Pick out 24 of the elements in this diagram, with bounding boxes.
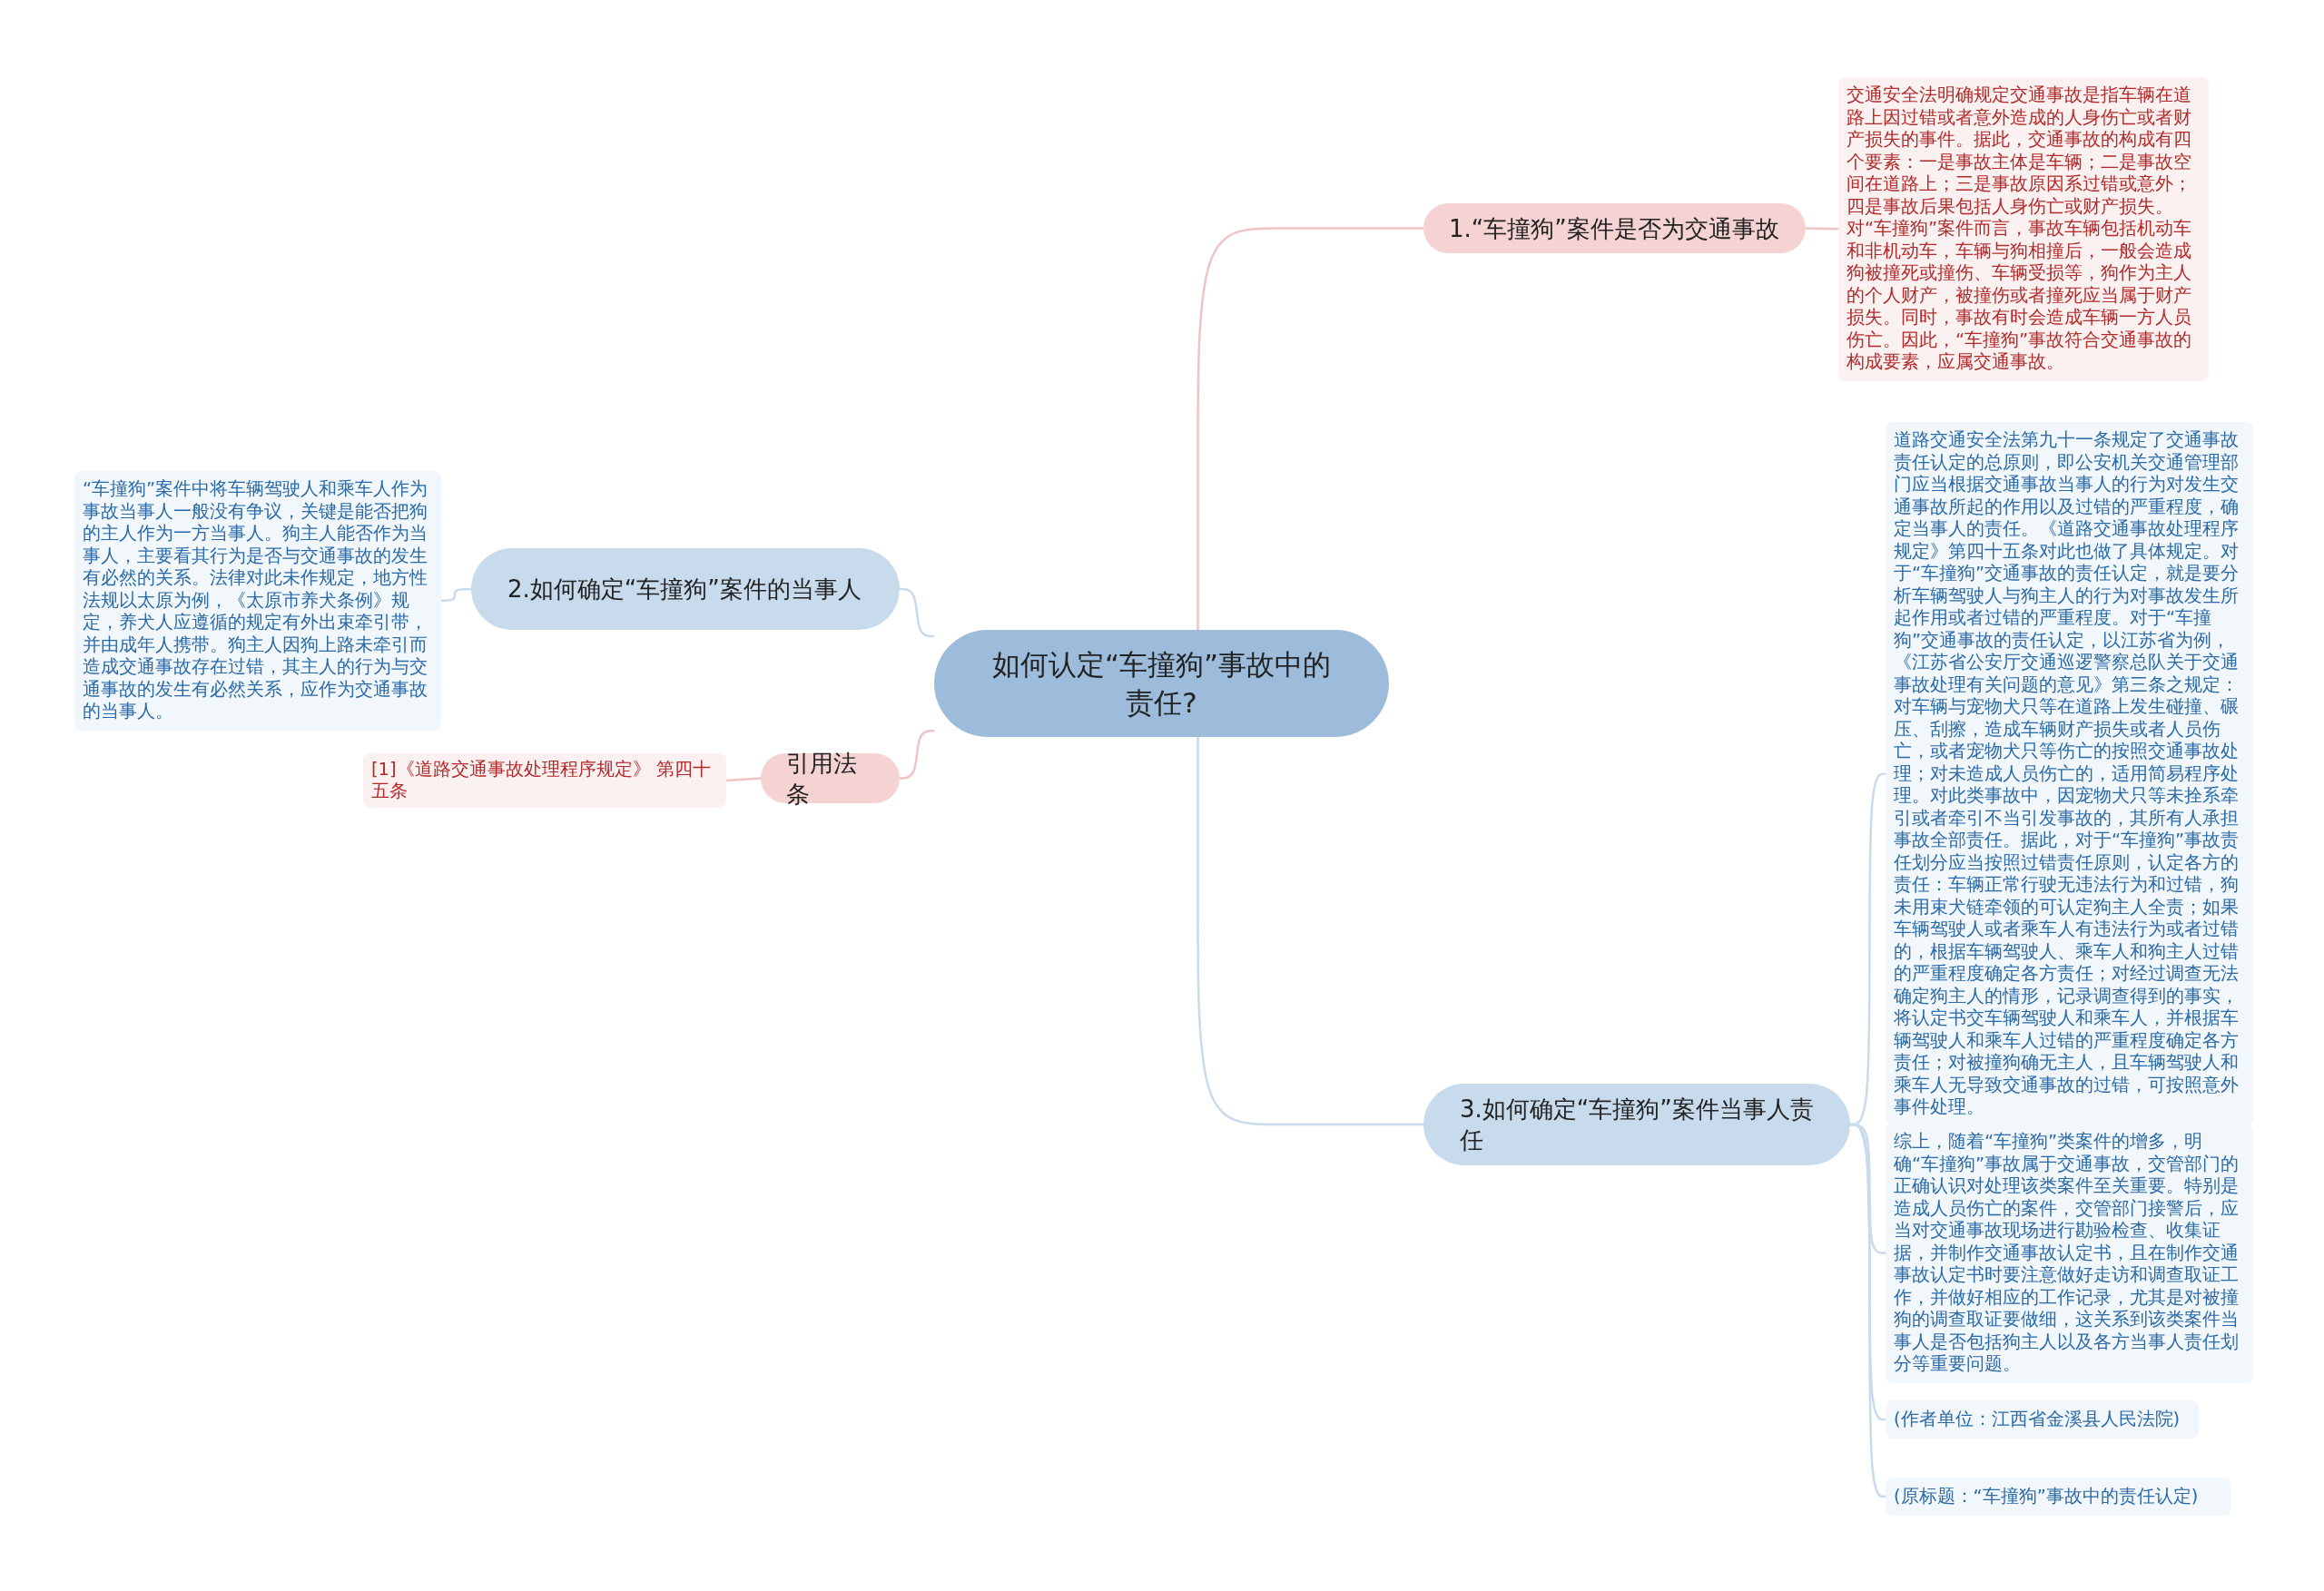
topic-text: 3.如何确定“车撞狗”案件当事人责任 (1460, 1095, 1814, 1155)
connector-line (441, 587, 471, 602)
connector-line (900, 587, 934, 638)
note-text: [1]《道路交通事故处理程序规定》 第四十五条 (371, 758, 712, 803)
topic-text: 引用法条 (786, 748, 858, 810)
connector-line (1850, 1123, 1886, 1498)
connector-line (1196, 736, 1423, 1126)
note-text: 交通安全法明确规定交通事故是指车辆在道路上因过错或者意外造成的人身伤亡或者财产损失的事件。据此，交通事故的构成有四个要素：一是事故主体是车辆；二是事故空间在道路上；三是事故原因系过错或意外；四是事故后果包括人身伤亡或财产损失。对“车撞狗”案件而言，事故车辆包括机动车和非机动车，车辆与狗相撞后，一般会造成狗被撞死或撞伤、车辆受损等，狗作为主人的个人财产，被撞伤或者撞死应当属于财产损失。同时，事故有时会造成车辆一方人员伤亡。因此，“车撞狗”事故符合交通事故的构成要素，应属交通事故。 (1846, 84, 2193, 374)
note-text: (原标题：“车撞狗”事故中的责任认定) (1894, 1485, 2199, 1508)
connector-line (900, 730, 934, 780)
branch-topic (1423, 203, 1806, 253)
connector-line (725, 777, 762, 782)
connector-line (1805, 227, 1839, 231)
connector-line (1196, 227, 1423, 631)
topic-text: 如何认定“车撞狗”事故中的责任? (990, 647, 1333, 721)
note-text: “车撞狗”案件中将车辆驾驶人和乘车人作为事故当事人一般没有争议，关键是能否把狗的主人作为一方当事人。狗主人能否作为当事人，主要看其行为是否与交通事故的发生有必然的关系。法律对此未作规定，地方性法规以太原为例，《太原市养犬条例》规定，养犬人应遵循的规定有外出束牵引带，并由成年人携带。狗主人因狗上路未牵引而造成交通事故存在过错，其主人的行为与交通事故的发生有必然关系，应作为交通事故的当事人。 (83, 478, 429, 723)
note-text: 综上，随着“车撞狗”类案件的增多，明确“车撞狗”事故属于交通事故，交管部门的正确认识对处理该类案件至关重要。特别是造成人员伤亡的案件，交管部门接警后，应当对交通事故现场进行勘验检查、收集证据，并制作交通事故认定书，且在制作交通事故认定书时要注意做好走访和调查取证工作，并做好相应的工作记录，尤其是对被撞狗的调查取证要做细，这关系到该类案件当事人是否包括狗主人以及各方当事人责任划分等重要问题。 (1894, 1131, 2240, 1376)
note-text: 道路交通安全法第九十一条规定了交通事故责任认定的总原则，即公安机关交通管理部门应当根据交通事故当事人的行为对发生交通事故所起的作用以及过错的严重程度，确定当事人的责任。《道路交通事故处理程序规定》第四十五条对此也做了具体规定。对于“车撞狗”交通事故的责任认定，就是要分析车辆驾驶人与狗主人的行为对事故发生所起作用或者过错的严重程度。对于“车撞狗”交通事故的责任认定，以江苏省为例，《江苏省公安厅交通巡逻警察总队关于交通事故处理有关问题的意见》第三条之规定：对车辆与宠物犬只等在道路上发生碰撞、碾压、刮擦，造成车辆财产损失或者人员伤亡，或者宠物犬只等伤亡的按照交通事故处理；对未造成人员伤亡的，适用简易程序处理。对此类事故中，因宠物犬只等未拴系牵引或者牵引不当引发事故的，其所有人承担事故全部责任。据此，对于“车撞狗”事故责任划分应当按照过错责任原则，认定各方的责任：车辆正常行驶无违法行为和过错，狗未用束犬链牵领的可认定狗主人全责；如果车辆驾驶人或者乘车人有违法行为或者过错的，根据车辆驾驶人、乘车人和狗主人过错的严重程度确定各方责任；对经过调查无法确定狗主人的情形，记录调查得到的事实，将认定书交车辆驾驶人和乘车人，并根据车辆驾驶人和乘车人过错的严重程度确定各方责任；对被撞狗确无主人，且车辆驾驶人和乘车人无导致交通事故的过错，可按照意外事件处理。 (1894, 429, 2240, 1119)
topic-text: 2.如何确定“车撞狗”案件的当事人 (507, 575, 862, 604)
note-card (1886, 1400, 2199, 1439)
note-card (1886, 1478, 2231, 1516)
topic-text: 1.“车撞狗”案件是否为交通事故 (1449, 213, 1779, 244)
note-card (363, 753, 726, 808)
note-text: (作者单位：江西省金溪县人民法院) (1894, 1408, 2181, 1431)
